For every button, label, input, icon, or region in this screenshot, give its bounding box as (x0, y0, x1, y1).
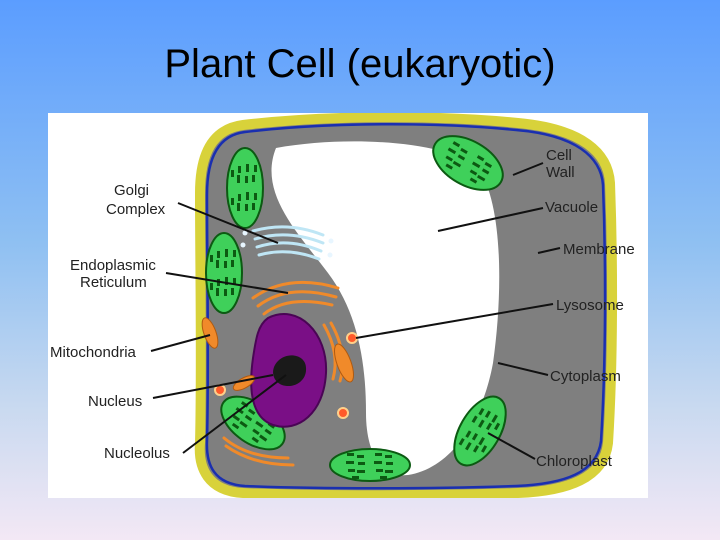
label-nucleus: Nucleus (88, 393, 142, 410)
mitochondrion-2 (334, 343, 354, 383)
label-cytoplasm: Cytoplasm (550, 368, 621, 385)
slide-title: Plant Cell (eukaryotic) (164, 42, 556, 86)
label-nucleolus: Nucleolus (104, 445, 170, 462)
vacuole (271, 141, 500, 476)
lysosome-3 (337, 407, 349, 419)
label-lysosome: Lysosome (556, 297, 624, 314)
label-endoplasmic-reticulum: Endoplasmic Reticulum (70, 257, 156, 291)
plant-cell-diagram: Golgi Complex Endoplasmic Reticulum Mito… (48, 113, 648, 498)
svg-text:Complex: Complex (106, 201, 166, 218)
mitochondrion-1 (201, 317, 219, 349)
label-mitochondria: Mitochondria (50, 344, 137, 361)
chloroplast-1 (432, 135, 504, 191)
chloroplast-6 (453, 395, 507, 467)
chloroplast-5 (329, 448, 411, 482)
svg-text:Endoplasmic: Endoplasmic (70, 257, 156, 274)
svg-text:Wall: Wall (546, 164, 575, 181)
plant-cell-svg: Golgi Complex Endoplasmic Reticulum Mito… (50, 113, 635, 498)
svg-text:Reticulum: Reticulum (80, 274, 147, 291)
nucleus (250, 313, 328, 428)
label-cell-wall: Cell Wall (546, 147, 575, 181)
label-vacuole: Vacuole (545, 199, 598, 216)
golgi-complex (240, 225, 334, 261)
label-chloroplast: Chloroplast (536, 453, 613, 470)
chloroplast-2 (226, 147, 264, 229)
cell-membrane (205, 122, 607, 490)
label-golgi-complex: Golgi Complex (106, 182, 166, 218)
chloroplast-3 (205, 232, 243, 314)
leader-lines (150, 162, 561, 460)
svg-text:Cell: Cell (546, 147, 572, 164)
svg-text:Golgi: Golgi (114, 182, 149, 199)
label-membrane: Membrane (563, 241, 635, 258)
lysosome-1 (346, 332, 358, 344)
